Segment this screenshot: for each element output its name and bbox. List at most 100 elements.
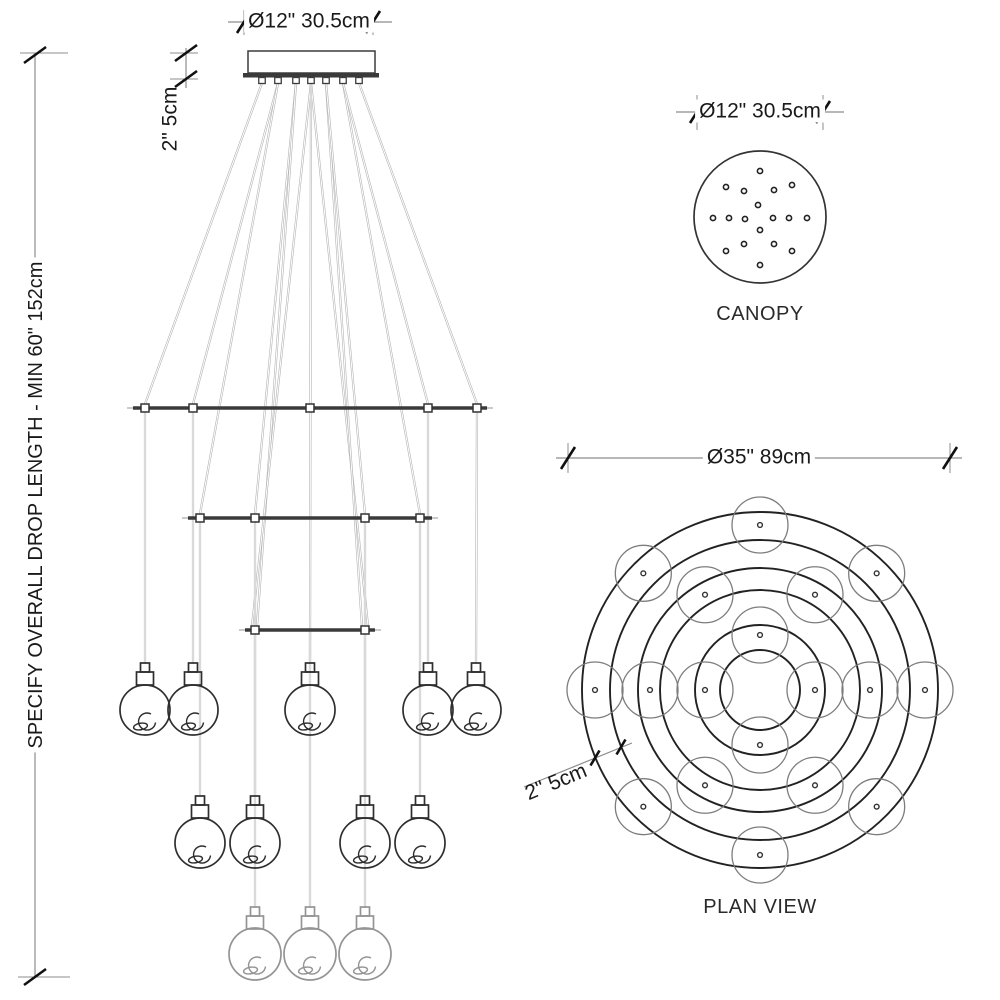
plan-ring-circle (637, 567, 883, 813)
ring-connector (423, 403, 433, 413)
plan-globe-cable-dot (640, 570, 647, 577)
globe-glass (338, 927, 392, 981)
cable-core (254, 82, 297, 515)
canopy-cable-gripper (292, 76, 300, 85)
plan-globe-cable-dot (756, 851, 764, 859)
plan-ring-circle (694, 624, 826, 756)
globe-bulb-arc (247, 845, 267, 864)
plan-diameter-dim-label: Ø35" 89cm (702, 445, 816, 469)
pendant-globe (450, 662, 502, 736)
canopy-cable-gripper (322, 76, 330, 85)
pendant-globe (119, 662, 171, 736)
plan-globe-cable-dot (921, 686, 929, 694)
plan-globe (786, 661, 844, 719)
globe-bulb (242, 966, 259, 975)
cable-core (475, 407, 478, 665)
canopy-hole (785, 214, 793, 222)
globe-glass (284, 684, 336, 736)
globe-socket-neck (187, 662, 199, 673)
cable-core (358, 82, 478, 405)
ring-connector (415, 513, 425, 523)
globe-bulb (463, 722, 480, 731)
globe-socket-cap (466, 671, 486, 686)
plan-globe (731, 606, 789, 664)
globe-socket-neck (470, 662, 482, 673)
globe-bulb-arc (137, 712, 157, 731)
globe-bulb-arc (357, 845, 377, 864)
plan-globe (566, 661, 624, 719)
dim-tick (174, 69, 198, 89)
dim-tick (174, 43, 198, 63)
canopy-cable-gripper (339, 76, 347, 85)
plan-globe-cable-dot (591, 686, 599, 694)
plan-globe (731, 826, 789, 884)
globe-bulb-arc (192, 845, 212, 864)
pendant-globe (228, 906, 282, 981)
cable-core (144, 82, 263, 405)
globe-bulb (180, 722, 197, 731)
dim-tick (23, 967, 47, 987)
globe-glass (174, 817, 226, 869)
elevation-canopy-diameter-dim-label: Ø12" 30.5cm (244, 9, 374, 33)
plan-globe (848, 544, 906, 602)
elevation-view (119, 50, 502, 981)
plan-globe (786, 566, 844, 624)
canopy-hole (754, 201, 762, 209)
plan-globe (731, 716, 789, 774)
canopy-circle (693, 150, 827, 284)
canopy-rect (247, 50, 376, 74)
canopy-top-view (676, 95, 844, 284)
globe-bulb (187, 855, 204, 864)
globe-glass (402, 684, 454, 736)
canopy-hole (740, 240, 748, 248)
plan-globe (676, 661, 734, 719)
canopy-cable-gripper (274, 76, 282, 85)
ring-connector (250, 513, 260, 523)
globe-bulb (415, 722, 432, 731)
pendant-globe (284, 662, 336, 736)
canopy-hole (788, 181, 796, 189)
plan-globe-cable-dot (873, 570, 880, 577)
plan-globe (621, 661, 679, 719)
ring-connector (250, 625, 260, 635)
plan-globe-cable-dot (873, 803, 880, 810)
canopy-cable-gripper (355, 76, 363, 85)
ring-connector (472, 403, 482, 413)
dim-tick (23, 45, 47, 65)
pendant-globe (338, 906, 392, 981)
plan-ring-circle (609, 539, 911, 841)
canopy-view-title: CANOPY (716, 303, 804, 325)
ring-connector (305, 403, 315, 413)
globe-bulb (352, 966, 369, 975)
plan-globe (614, 778, 672, 836)
cable-core (256, 82, 297, 627)
canopy-hole (756, 261, 764, 269)
cable-core (325, 82, 363, 627)
cable-core (251, 82, 312, 627)
canopy-hole (722, 183, 730, 191)
globe-socket-cap (245, 915, 265, 930)
plan-ring-circle (659, 589, 861, 791)
plan-globe (614, 544, 672, 602)
canopy-hole (756, 167, 764, 175)
plan-globe-cable-dot (866, 686, 874, 694)
canopy-hole (770, 186, 778, 194)
cable-core (325, 82, 366, 515)
ring-connector (140, 403, 150, 413)
elevation-dimensions (18, 10, 392, 987)
pendant-globe (394, 795, 446, 869)
plan-globe-cable-dot (756, 741, 764, 749)
globe-socket-cap (355, 915, 375, 930)
globe-socket-cap (190, 804, 210, 819)
plan-globe (786, 756, 844, 814)
canopy-cable-gripper (307, 76, 315, 85)
plan-globe (848, 778, 906, 836)
globe-bulb-arc (357, 956, 377, 975)
plan-ring-circle (719, 649, 801, 731)
globe-socket-cap (418, 671, 438, 686)
dim-line (523, 742, 633, 788)
canopy-hole (725, 214, 733, 222)
pendant-globe (283, 906, 337, 981)
plan-globe-cable-dot (701, 686, 709, 694)
